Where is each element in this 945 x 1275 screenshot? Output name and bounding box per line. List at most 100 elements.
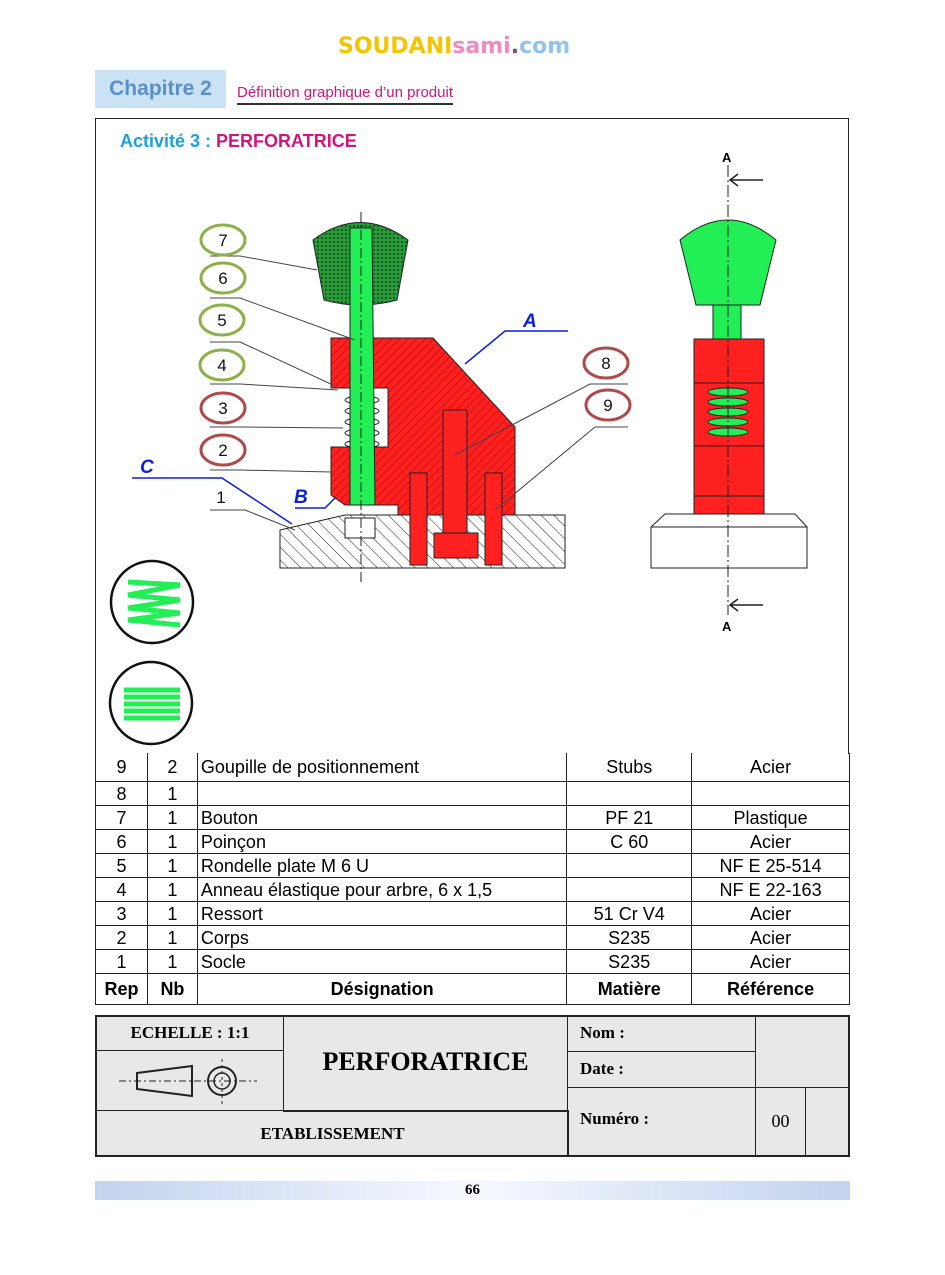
page-number-bar: 66 — [95, 1181, 850, 1200]
callout-5: 5 — [217, 311, 226, 330]
cell-reference: Acier — [691, 829, 850, 854]
cell-rep: 9 — [95, 753, 148, 782]
cell-matiere — [566, 781, 693, 806]
cell-designation: Poinçon — [196, 829, 568, 854]
date-field: Date : — [567, 1051, 756, 1088]
cell-rep: 2 — [95, 925, 148, 950]
callout-7: 7 — [218, 231, 227, 250]
number-value: 00 — [755, 1087, 806, 1156]
site-logo: SOUDANIsami.com — [338, 34, 570, 59]
cell-reference: Plastique — [691, 805, 850, 830]
chapter-badge: Chapitre 2 — [95, 70, 226, 108]
cell-designation: Rondelle plate M 6 U — [196, 853, 568, 878]
spring-open-icon — [109, 559, 195, 645]
name-field: Nom : — [567, 1016, 756, 1052]
cell-reference: NF E 22-163 — [691, 877, 850, 902]
cell-rep: 3 — [95, 901, 148, 926]
letter-a: A — [522, 311, 537, 332]
cell-designation — [196, 781, 568, 806]
cell-designation: Bouton — [196, 805, 568, 830]
drawing-frame — [95, 118, 849, 754]
callout-8: 8 — [601, 354, 610, 373]
cell-matiere — [566, 877, 693, 902]
logo-part: . — [510, 34, 520, 59]
cell-reference — [691, 781, 850, 806]
cell-rep: 1 — [95, 949, 148, 974]
cell-matiere: S235 — [566, 925, 693, 950]
letter-c: C — [140, 457, 154, 478]
cell-rep: 8 — [95, 781, 148, 806]
cell-matiere: 51 Cr V4 — [566, 901, 693, 926]
section-mark-bottom: A — [722, 619, 732, 634]
header-matiere: Matière — [566, 973, 693, 1005]
punch-part — [349, 227, 376, 506]
drawing-title: PERFORATRICE — [283, 1016, 568, 1112]
cell-designation: Socle — [196, 949, 568, 974]
header-designation: Désignation — [196, 973, 568, 1005]
side-view: A A — [650, 150, 808, 634]
logo-part: com — [519, 34, 571, 59]
cell-nb: 1 — [146, 877, 198, 902]
cell-designation: Ressort — [196, 901, 568, 926]
cell-reference: Acier — [691, 901, 850, 926]
cell-matiere: S235 — [566, 949, 693, 974]
cell-nb: 2 — [146, 753, 198, 782]
scale-label: ECHELLE : 1:1 — [96, 1016, 284, 1051]
cell-nb: 1 — [146, 901, 198, 926]
cell-nb: 1 — [146, 949, 198, 974]
header-reference: Référence — [691, 973, 850, 1005]
cell-nb: 1 — [146, 829, 198, 854]
blank-cell — [805, 1087, 849, 1156]
activity-title: Activité 3 : PERFORATRICE — [120, 131, 357, 152]
cell-nb: 1 — [146, 853, 198, 878]
callout-1: 1 — [216, 488, 225, 507]
callout-6: 6 — [218, 269, 227, 288]
body-part — [330, 337, 516, 516]
cell-nb: 1 — [146, 805, 198, 830]
cell-matiere — [566, 853, 693, 878]
cell-matiere: PF 21 — [566, 805, 693, 830]
header-rep: Rep — [95, 973, 148, 1005]
cell-designation: Goupille de positionnement — [196, 753, 568, 782]
cell-reference: NF E 25-514 — [691, 853, 850, 878]
cell-rep: 5 — [95, 853, 148, 878]
activity-label: Activité 3 : — [120, 131, 212, 151]
blank-cell — [755, 1016, 849, 1088]
cell-designation: Anneau élastique pour arbre, 6 x 1,5 — [196, 877, 568, 902]
cell-rep: 6 — [95, 829, 148, 854]
cell-reference: Acier — [691, 753, 850, 782]
cell-reference: Acier — [691, 925, 850, 950]
cell-rep: 7 — [95, 805, 148, 830]
establishment-label: ETABLISSEMENT — [96, 1110, 569, 1156]
number-field-label: Numéro : — [567, 1087, 756, 1156]
spring-compressed-icon — [108, 660, 194, 746]
header-nb: Nb — [146, 973, 198, 1005]
page-number: 66 — [465, 1182, 480, 1198]
callout-4: 4 — [217, 356, 226, 375]
callout-2: 2 — [218, 441, 227, 460]
cell-nb: 1 — [146, 781, 198, 806]
technical-drawing: A C B 7 6 5 4 3 2 1 8 9 A A — [108, 150, 808, 746]
logo-part: SOUDANI — [338, 34, 453, 59]
cell-matiere: C 60 — [566, 829, 693, 854]
section-mark-top: A — [722, 150, 732, 165]
cell-nb: 1 — [146, 925, 198, 950]
title-block: ECHELLE : 1:1 PERFORATRICE ETABLISSEMENT… — [95, 1015, 850, 1157]
cell-designation: Corps — [196, 925, 568, 950]
callout-9: 9 — [603, 396, 612, 415]
activity-name: PERFORATRICE — [216, 131, 357, 151]
cell-reference: Acier — [691, 949, 850, 974]
logo-part: sami — [452, 34, 511, 59]
letter-b: B — [294, 487, 308, 508]
cell-matiere: Stubs — [566, 753, 693, 782]
chapter-subtitle: Définition graphique d’un produit — [237, 84, 453, 105]
